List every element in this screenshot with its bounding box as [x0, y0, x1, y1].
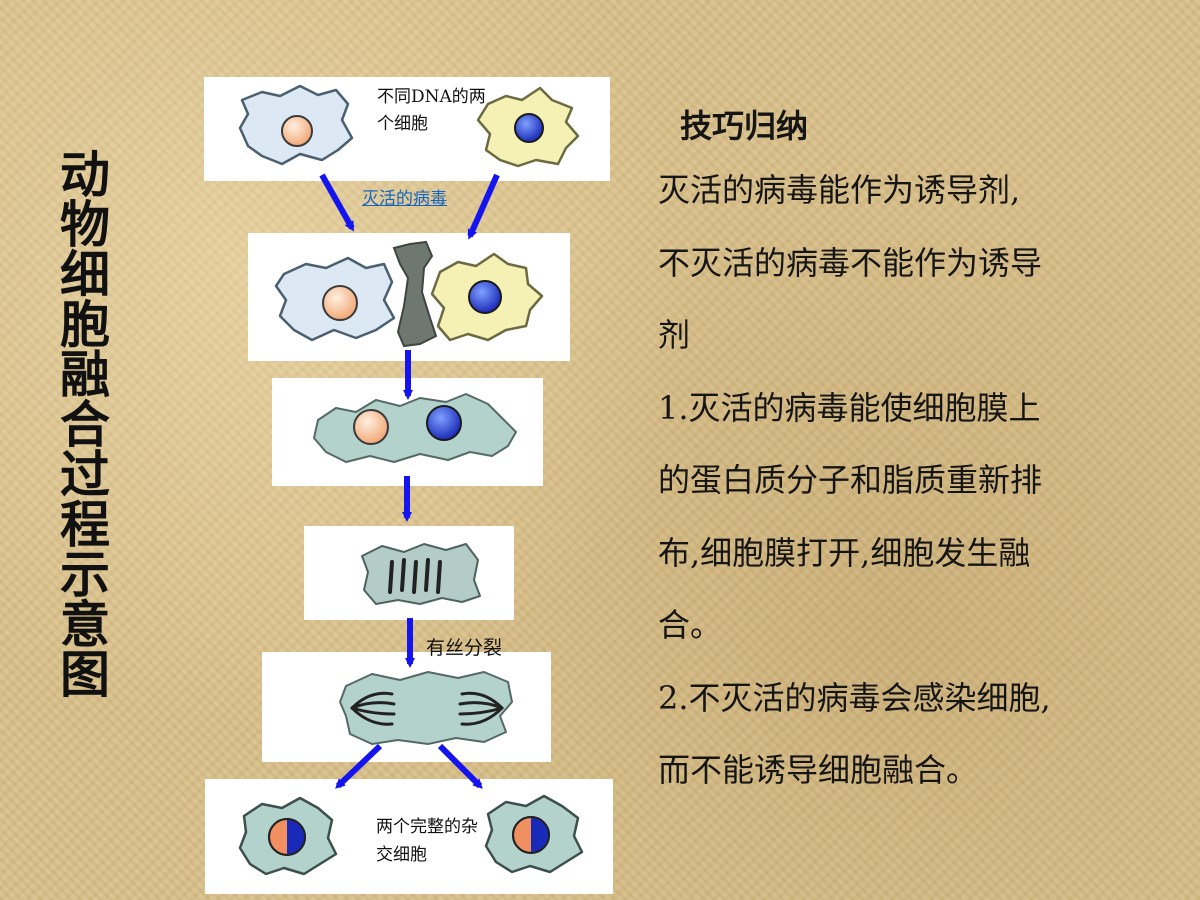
hybrid-cell-right: [484, 794, 584, 874]
cell-mitosis: [339, 671, 513, 745]
arrow: [319, 173, 355, 232]
nucleus-blue: [468, 280, 502, 314]
chromosome: [412, 560, 418, 594]
cell-right-stage1: [476, 86, 580, 168]
arrow: [437, 743, 483, 789]
cell-right-stage2: [430, 252, 544, 342]
cell-left-stage1: [238, 84, 354, 166]
notes-line: 2.不灭活的病毒会感染细胞,: [658, 678, 1051, 717]
vertical-title: 动物细胞融合过程示意图: [52, 148, 110, 698]
notes-line: 布,细胞膜打开,细胞发生融: [658, 533, 1031, 572]
notes-line: 不灭活的病毒不能作为诱导: [658, 243, 1043, 282]
spindle-left: [350, 691, 396, 726]
nucleus-blue: [514, 113, 544, 143]
hybrid-nucleus: [268, 818, 306, 856]
label-hybrid-cells: 两个完整的杂交细胞: [376, 817, 478, 865]
link-inactivated-virus[interactable]: 灭活的病毒: [362, 189, 447, 209]
notes-panel: 技巧归纳 灭活的病毒能作为诱导剂, 不灭活的病毒不能作为诱导 剂 1.灭活的病毒…: [658, 100, 1178, 807]
nucleus-blue: [426, 405, 462, 441]
hybrid-nucleus: [512, 816, 550, 854]
spindle-right: [458, 691, 504, 726]
chromosome: [424, 558, 430, 592]
notes-line: 的蛋白质分子和脂质重新排: [658, 461, 1043, 499]
notes-line: 而不能诱导细胞融合。: [658, 751, 979, 789]
cell-left-stage2: [274, 256, 396, 342]
chromosome: [436, 560, 442, 594]
nucleus-orange: [353, 409, 389, 445]
arrow: [467, 173, 500, 240]
notes-body: 灭活的病毒能作为诱导剂, 不灭活的病毒不能作为诱导 剂 1.灭活的病毒能使细胞膜…: [658, 154, 1178, 807]
hybrid-cell-left: [238, 796, 338, 876]
notes-line: 合。: [658, 606, 723, 644]
label-mitosis: 有丝分裂: [426, 637, 503, 659]
chromosome: [400, 558, 406, 592]
chromosome: [388, 560, 394, 594]
arrow: [335, 743, 383, 789]
label-two-different-dna-cells: 不同DNA的两个细胞: [377, 87, 486, 134]
virus-shape: [392, 240, 438, 348]
notes-heading: 技巧归纳: [680, 107, 809, 145]
nucleus-orange: [322, 285, 358, 321]
fused-cell: [313, 393, 517, 463]
notes-line: 灭活的病毒能作为诱导剂,: [658, 171, 1021, 209]
nucleus-orange: [281, 115, 313, 147]
notes-line: 剂: [658, 316, 691, 354]
notes-line: 1.灭活的病毒能使细胞膜上: [658, 388, 1041, 427]
cell-chromosomes: [361, 543, 481, 605]
